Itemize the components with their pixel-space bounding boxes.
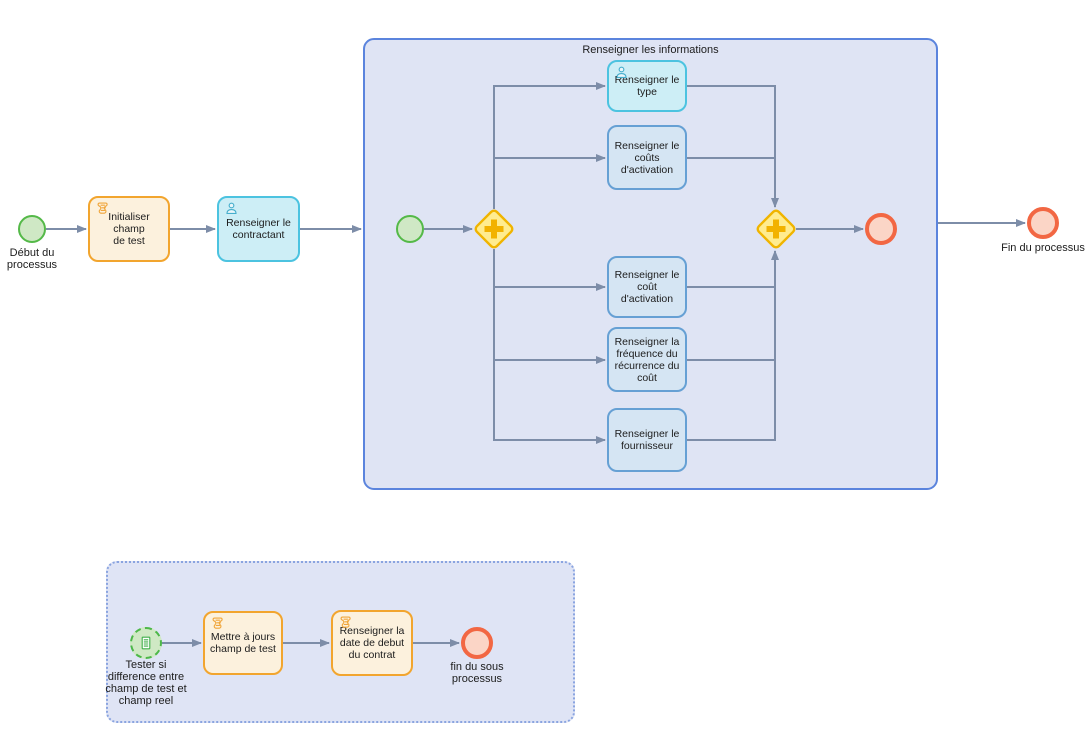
end-event-sous-processus[interactable] — [461, 627, 493, 659]
user-icon — [226, 202, 237, 214]
task-label: Renseigner le coût d'activation — [614, 269, 680, 305]
end-event-subprocess[interactable] — [865, 213, 897, 245]
task-renseigner-le-contractant[interactable]: Renseigner le contractant — [217, 196, 300, 262]
start-event-subprocess[interactable] — [396, 215, 424, 243]
task-label: Renseigner le type — [614, 74, 680, 98]
start-event-main-label: Début du processus — [6, 247, 58, 271]
user-icon — [616, 66, 627, 78]
task-initialiser-champ-de-test[interactable]: Initialiser champ de test — [88, 196, 170, 262]
task-renseigner-le-type[interactable]: Renseigner le type — [607, 60, 687, 112]
task-renseigner-le-fournisseur[interactable]: Renseigner le fournisseur — [607, 408, 687, 472]
flow-split-to-type — [493, 82, 606, 209]
script-icon — [97, 202, 108, 214]
end-event-main-label: Fin du processus — [1001, 242, 1085, 254]
parallel-gateway-split[interactable] — [472, 207, 516, 251]
plus-icon — [484, 219, 504, 239]
task-renseigner-date-debut-contrat[interactable]: Renseigner la date de debut du contrat — [331, 610, 413, 676]
task-label: Renseigner le coûts d'activation — [614, 139, 680, 176]
end-event-main[interactable] — [1027, 207, 1059, 239]
task-label: Renseigner le contractant — [226, 217, 291, 241]
plus-icon — [766, 219, 786, 239]
task-renseigner-le-cout-activation[interactable]: Renseigner le coût d'activation — [607, 256, 687, 318]
end-event-sous-processus-label: fin du sous processus — [450, 661, 504, 685]
task-label: Mettre à jours champ de test — [210, 631, 276, 655]
task-renseigner-le-couts-activation[interactable]: Renseigner le coûts d'activation — [607, 125, 687, 190]
task-renseigner-la-frequence[interactable]: Renseigner la fréquence du récurrence du… — [607, 327, 687, 392]
task-label: Renseigner la date de debut du contrat — [339, 625, 405, 661]
script-icon — [212, 617, 223, 629]
task-label: Renseigner le fournisseur — [614, 428, 680, 452]
subprocess-informations-title: Renseigner les informations — [582, 44, 719, 56]
parallel-gateway-join[interactable] — [754, 207, 798, 251]
flow-split-to-fournisseur — [493, 249, 606, 444]
document-icon — [141, 636, 151, 650]
start-event-main[interactable] — [18, 215, 46, 243]
flow-fournisseur-to-join — [687, 250, 779, 441]
task-label: Renseigner la fréquence du récurrence du… — [614, 335, 680, 384]
task-label: Initialiser champ de test — [108, 211, 150, 247]
conditional-start-event-label: Tester si difference entre champ de test… — [105, 659, 187, 707]
conditional-start-event[interactable] — [130, 627, 162, 659]
flow-type-to-join — [687, 85, 779, 208]
script-icon — [340, 616, 351, 628]
task-mettre-a-jours-champ-de-test[interactable]: Mettre à jours champ de test — [203, 611, 283, 675]
